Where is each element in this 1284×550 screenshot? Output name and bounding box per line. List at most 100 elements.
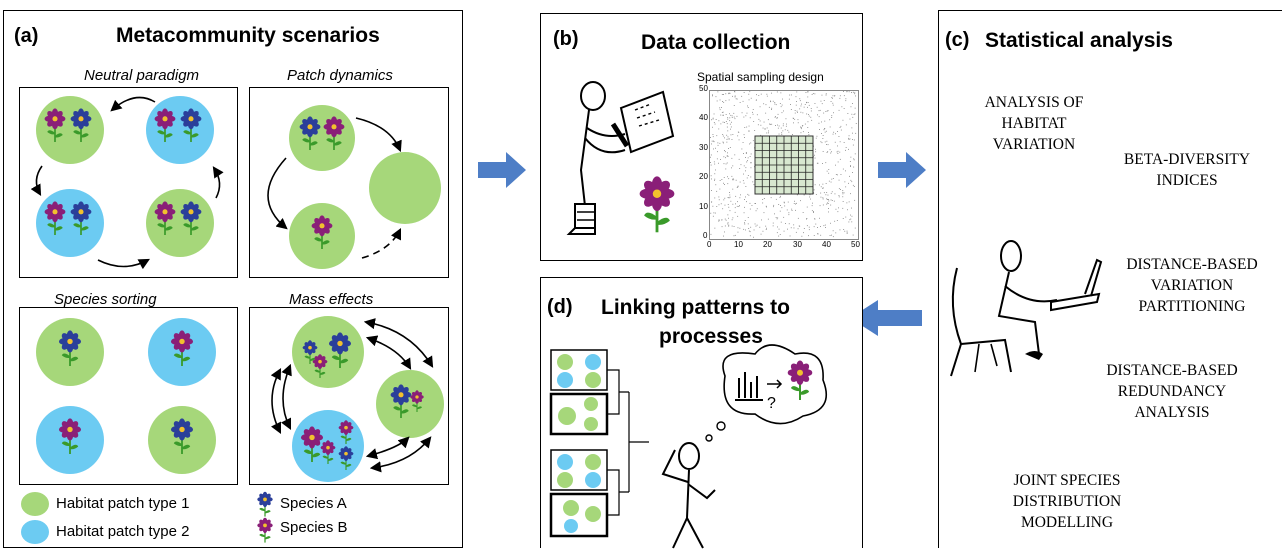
noise-speck xyxy=(835,174,837,175)
noise-speck xyxy=(714,179,715,181)
noise-speck xyxy=(783,230,785,232)
noise-speck xyxy=(730,128,731,130)
noise-speck xyxy=(739,102,741,103)
noise-speck xyxy=(723,182,724,184)
noise-speck xyxy=(718,220,720,222)
noise-speck xyxy=(710,156,711,158)
noise-speck xyxy=(791,94,792,96)
noise-speck xyxy=(750,97,752,99)
noise-speck xyxy=(729,92,731,94)
noise-speck xyxy=(710,233,712,235)
noise-speck xyxy=(802,125,804,126)
method-line: INDICES xyxy=(1156,171,1218,189)
noise-speck xyxy=(718,219,720,221)
noise-speck xyxy=(848,182,849,184)
noise-speck xyxy=(854,113,856,115)
noise-speck xyxy=(850,166,851,167)
noise-speck xyxy=(746,112,748,114)
noise-speck xyxy=(744,220,746,221)
noise-speck xyxy=(823,100,825,101)
noise-speck xyxy=(823,192,825,194)
scenario-neutral-label: Neutral paradigm xyxy=(84,67,200,84)
noise-speck xyxy=(728,99,730,101)
panel-d: (d) Linking patterns to processes ? xyxy=(540,277,863,549)
noise-speck xyxy=(724,225,726,227)
noise-speck xyxy=(715,169,716,171)
noise-speck xyxy=(778,235,780,237)
noise-speck xyxy=(825,194,827,196)
noise-speck xyxy=(770,197,772,199)
noise-speck xyxy=(813,145,814,147)
noise-speck xyxy=(833,200,835,202)
noise-speck xyxy=(716,135,718,137)
noise-speck xyxy=(824,224,826,226)
noise-speck xyxy=(756,208,758,210)
noise-speck xyxy=(749,91,751,93)
noise-speck xyxy=(766,93,768,95)
noise-speck xyxy=(759,106,761,108)
noise-speck xyxy=(741,112,743,114)
noise-speck xyxy=(831,178,833,180)
noise-speck xyxy=(759,120,761,122)
neutral-paradigm-box xyxy=(19,87,238,278)
noise-speck xyxy=(849,219,851,221)
noise-speck xyxy=(852,132,853,134)
noise-speck xyxy=(838,207,839,209)
thinking-person-drawing: ? xyxy=(661,344,828,549)
noise-speck xyxy=(718,128,720,130)
noise-speck xyxy=(719,107,721,109)
noise-speck xyxy=(852,139,853,140)
noise-speck xyxy=(805,92,807,93)
noise-speck xyxy=(731,225,733,227)
noise-speck xyxy=(793,227,795,229)
noise-speck xyxy=(746,161,748,163)
method-line: HABITAT xyxy=(1001,114,1067,132)
noise-speck xyxy=(829,119,831,121)
noise-speck xyxy=(714,178,716,180)
noise-speck xyxy=(721,226,723,228)
noise-speck xyxy=(769,123,770,125)
noise-speck xyxy=(837,153,839,154)
noise-speck xyxy=(819,184,820,186)
noise-speck xyxy=(755,225,757,227)
noise-speck xyxy=(750,226,752,228)
noise-speck xyxy=(711,143,712,145)
noise-speck xyxy=(840,125,842,127)
noise-speck xyxy=(794,110,796,111)
noise-speck xyxy=(825,111,827,112)
method-joint-species-modelling: JOINT SPECIES DISTRIBUTION MODELLING xyxy=(987,471,1147,534)
noise-speck xyxy=(851,113,853,115)
noise-speck xyxy=(726,155,728,157)
noise-speck xyxy=(788,131,790,133)
noise-speck xyxy=(747,193,749,195)
noise-speck xyxy=(817,227,818,228)
noise-speck xyxy=(785,125,787,127)
noise-speck xyxy=(749,231,751,233)
noise-speck xyxy=(730,114,732,116)
noise-speck xyxy=(835,133,836,135)
noise-speck xyxy=(855,132,857,134)
noise-speck xyxy=(800,128,802,130)
noise-speck xyxy=(822,151,824,152)
noise-speck xyxy=(724,197,726,199)
noise-speck xyxy=(806,218,808,219)
noise-speck xyxy=(765,112,767,114)
noise-speck xyxy=(745,170,746,172)
noise-speck xyxy=(845,98,847,100)
noise-speck xyxy=(789,235,791,237)
noise-speck xyxy=(739,205,740,207)
noise-speck xyxy=(745,167,747,169)
noise-speck xyxy=(771,109,772,110)
noise-speck xyxy=(793,118,794,119)
noise-speck xyxy=(828,172,830,174)
noise-speck xyxy=(728,217,729,219)
noise-speck xyxy=(842,196,844,198)
noise-speck xyxy=(760,134,762,136)
y-tick: 20 xyxy=(699,172,708,181)
noise-speck xyxy=(806,101,808,103)
method-line: BETA-DIVERSITY xyxy=(1123,151,1251,168)
noise-speck xyxy=(795,209,796,211)
noise-speck xyxy=(824,128,826,129)
noise-speck xyxy=(832,104,834,106)
noise-speck xyxy=(831,117,833,118)
